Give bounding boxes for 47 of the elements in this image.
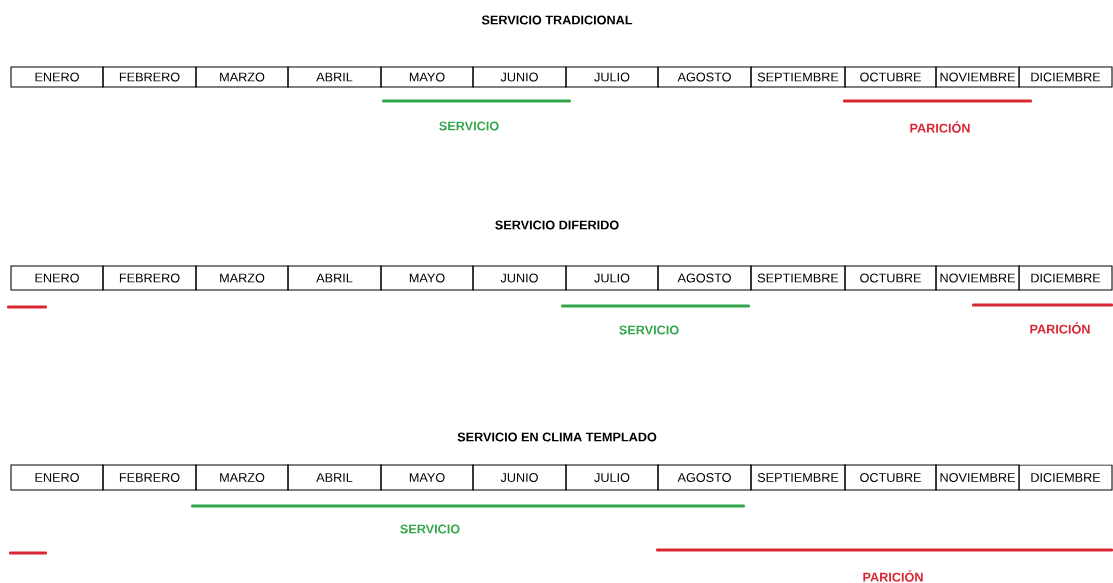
month-cell: MARZO bbox=[195, 464, 289, 491]
month-cell: NOVIEMBRE bbox=[935, 464, 1020, 491]
month-cell: ENERO bbox=[10, 265, 104, 291]
month-cell: SEPTIEMBRE bbox=[750, 265, 846, 291]
month-cell: AGOSTO bbox=[657, 66, 752, 88]
month-cell: FEBRERO bbox=[102, 66, 197, 88]
period-label: PARICIÓN bbox=[1030, 322, 1090, 334]
period-label: PARICIÓN bbox=[910, 121, 970, 133]
period-label: PARICIÓN bbox=[863, 570, 923, 582]
month-cell: JUNIO bbox=[472, 265, 567, 291]
month-cell: OCTUBRE bbox=[844, 66, 937, 88]
month-cell: JULIO bbox=[565, 265, 659, 291]
month-cell: DICIEMBRE bbox=[1018, 66, 1113, 88]
month-cell: NOVIEMBRE bbox=[935, 66, 1020, 88]
month-cell: FEBRERO bbox=[102, 464, 197, 491]
month-cell: ABRIL bbox=[287, 265, 382, 291]
month-cell: SEPTIEMBRE bbox=[750, 66, 846, 88]
section-title: SERVICIO DIFERIDO bbox=[495, 220, 619, 230]
month-cell: MAYO bbox=[380, 265, 474, 291]
month-cell: JULIO bbox=[565, 66, 659, 88]
month-cell: MAYO bbox=[380, 464, 474, 491]
month-cell: ENERO bbox=[10, 66, 104, 88]
month-cell: JUNIO bbox=[472, 464, 567, 491]
period-label: SERVICIO bbox=[400, 524, 460, 534]
month-cell: DICIEMBRE bbox=[1018, 265, 1113, 291]
month-cell: ENERO bbox=[10, 464, 104, 491]
section-title: SERVICIO TRADICIONAL bbox=[481, 15, 633, 25]
month-cell: OCTUBRE bbox=[844, 464, 937, 491]
section-title: SERVICIO EN CLIMA TEMPLADO bbox=[457, 432, 657, 442]
period-label: SERVICIO bbox=[439, 121, 499, 131]
period-label: SERVICIO bbox=[619, 325, 679, 335]
period-bar bbox=[7, 305, 47, 309]
month-cell: JUNIO bbox=[472, 66, 567, 88]
month-cell: MARZO bbox=[195, 265, 289, 291]
month-cell: JULIO bbox=[565, 464, 659, 491]
month-cell: MAYO bbox=[380, 66, 474, 88]
month-cell: SEPTIEMBRE bbox=[750, 464, 846, 491]
month-cell: AGOSTO bbox=[657, 464, 752, 491]
month-cell: OCTUBRE bbox=[844, 265, 937, 291]
month-cell: FEBRERO bbox=[102, 265, 197, 291]
month-cell: DICIEMBRE bbox=[1018, 464, 1113, 491]
month-cell: NOVIEMBRE bbox=[935, 265, 1020, 291]
month-cell: ABRIL bbox=[287, 66, 382, 88]
period-bar bbox=[9, 551, 47, 555]
month-cell: MARZO bbox=[195, 66, 289, 88]
month-cell: ABRIL bbox=[287, 464, 382, 491]
month-cell: AGOSTO bbox=[657, 265, 752, 291]
